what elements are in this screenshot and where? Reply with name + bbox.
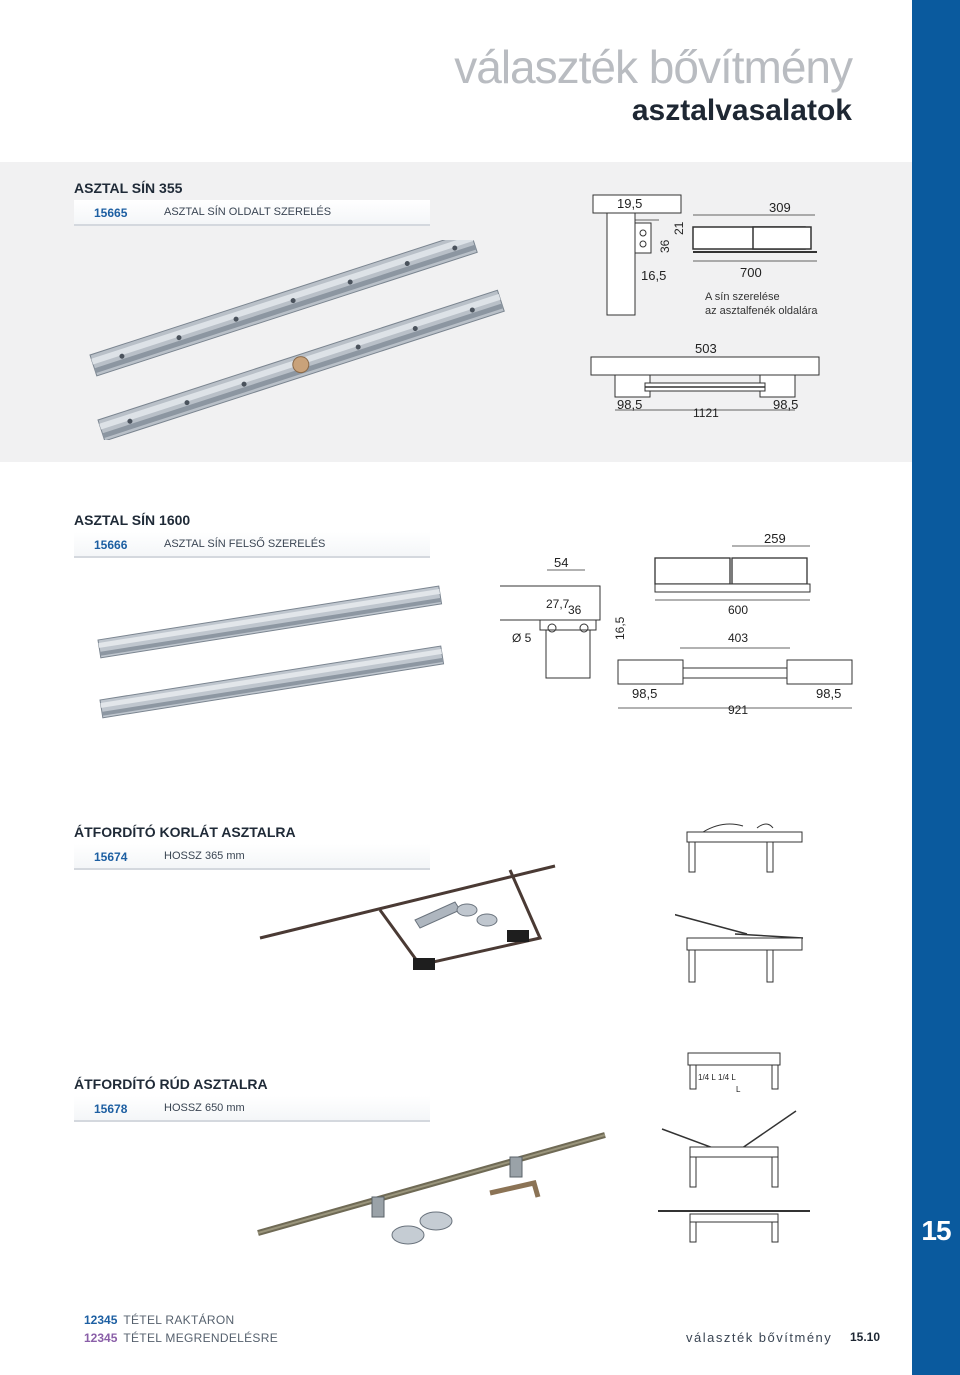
dim-quarter-l-1: 1/4 L xyxy=(698,1073,716,1082)
product-image-rail-1600 xyxy=(97,585,445,719)
legend-on-order: 12345 TÉTEL MEGRENDELÉSRE xyxy=(84,1331,278,1345)
product-row-15674: 15674 HOSSZ 365 mm xyxy=(74,844,430,870)
legend-code: 12345 xyxy=(84,1313,118,1327)
dim-403: 403 xyxy=(728,631,748,645)
section-title-asztal-sin-355: ASZTAL SÍN 355 xyxy=(74,180,183,196)
dim-36: 36 xyxy=(568,603,582,617)
dim-quarter-l-2: 1/4 L xyxy=(718,1073,736,1082)
product-row-15665: 15665 ASZTAL SÍN OLDALT SZERELÉS xyxy=(74,200,430,226)
product-desc: HOSSZ 650 mm xyxy=(164,1102,245,1114)
dim-1121: 1121 xyxy=(693,406,719,420)
mechanism-drawing-rud: 1/4 L 1/4 L L xyxy=(658,1052,810,1243)
product-code: 15674 xyxy=(94,850,128,864)
section-title-atfordito-rud: ÁTFORDÍTÓ RÚD ASZTALRA xyxy=(74,1076,268,1092)
page-title-bold: asztalvasalatok xyxy=(631,94,852,127)
dim-21: 21 xyxy=(672,221,686,235)
product-desc: ASZTAL SÍN FELSŐ SZERELÉS xyxy=(164,538,326,550)
dim-16-5: 16,5 xyxy=(641,268,666,283)
technical-drawing-355: 19,5 36 21 16,5 309 700 A sín szerelése … xyxy=(590,194,820,420)
section-title-atfordito-korlat: ÁTFORDÍTÓ KORLÁT ASZTALRA xyxy=(74,824,296,840)
dim-27-7: 27,7 xyxy=(546,597,570,611)
technical-drawing-1600: 54 27,7 36 Ø 5 16,5 259 600 403 98,5 921… xyxy=(500,531,853,717)
dim-309: 309 xyxy=(769,200,791,215)
product-desc: HOSSZ 365 mm xyxy=(164,850,245,862)
dim-19-5: 19,5 xyxy=(617,196,642,211)
note-line1: A sín szerelése xyxy=(705,291,780,303)
product-code: 15666 xyxy=(94,538,128,552)
dim-98-5-right: 98,5 xyxy=(773,397,798,412)
legend-code: 12345 xyxy=(84,1331,118,1345)
dim-98-5-left: 98,5 xyxy=(617,397,642,412)
side-color-bar xyxy=(912,0,960,1375)
dim-700: 700 xyxy=(740,265,762,280)
dim-54: 54 xyxy=(554,555,568,570)
mechanism-drawing-korlat xyxy=(675,823,804,983)
chapter-number: 15 xyxy=(921,1215,951,1246)
product-code: 15665 xyxy=(94,206,128,220)
page-title-light: választék bővítmény xyxy=(454,41,853,93)
product-image-rud xyxy=(257,1132,606,1245)
legend-text: TÉTEL RAKTÁRON xyxy=(123,1313,235,1327)
legend-in-stock: 12345 TÉTEL RAKTÁRON xyxy=(84,1313,234,1327)
dim-259: 259 xyxy=(764,531,786,546)
product-image-korlat xyxy=(259,864,556,970)
dim-98-5-left: 98,5 xyxy=(632,686,657,701)
dim-503: 503 xyxy=(695,341,717,356)
product-code: 15678 xyxy=(94,1102,128,1116)
section-title-asztal-sin-1600: ASZTAL SÍN 1600 xyxy=(74,512,191,528)
legend-text: TÉTEL MEGRENDELÉSRE xyxy=(123,1331,278,1345)
dim-16-5: 16,5 xyxy=(613,616,627,640)
footer-brand: választék bővítmény xyxy=(686,1330,833,1345)
dim-36: 36 xyxy=(658,239,672,253)
product-image-rail-355 xyxy=(89,240,505,440)
dim-l: L xyxy=(736,1085,741,1094)
product-row-15678: 15678 HOSSZ 650 mm xyxy=(74,1096,430,1122)
product-desc: ASZTAL SÍN OLDALT SZERELÉS xyxy=(164,206,332,218)
page-number: 15.10 xyxy=(850,1330,881,1344)
dim-921: 921 xyxy=(728,703,748,717)
product-row-15666: 15666 ASZTAL SÍN FELSŐ SZERELÉS xyxy=(74,532,430,558)
dim-600: 600 xyxy=(728,603,748,617)
dim-diameter-5: Ø 5 xyxy=(512,631,532,645)
note-line2: az asztalfenék oldalára xyxy=(705,305,818,317)
dim-98-5-right: 98,5 xyxy=(816,686,841,701)
